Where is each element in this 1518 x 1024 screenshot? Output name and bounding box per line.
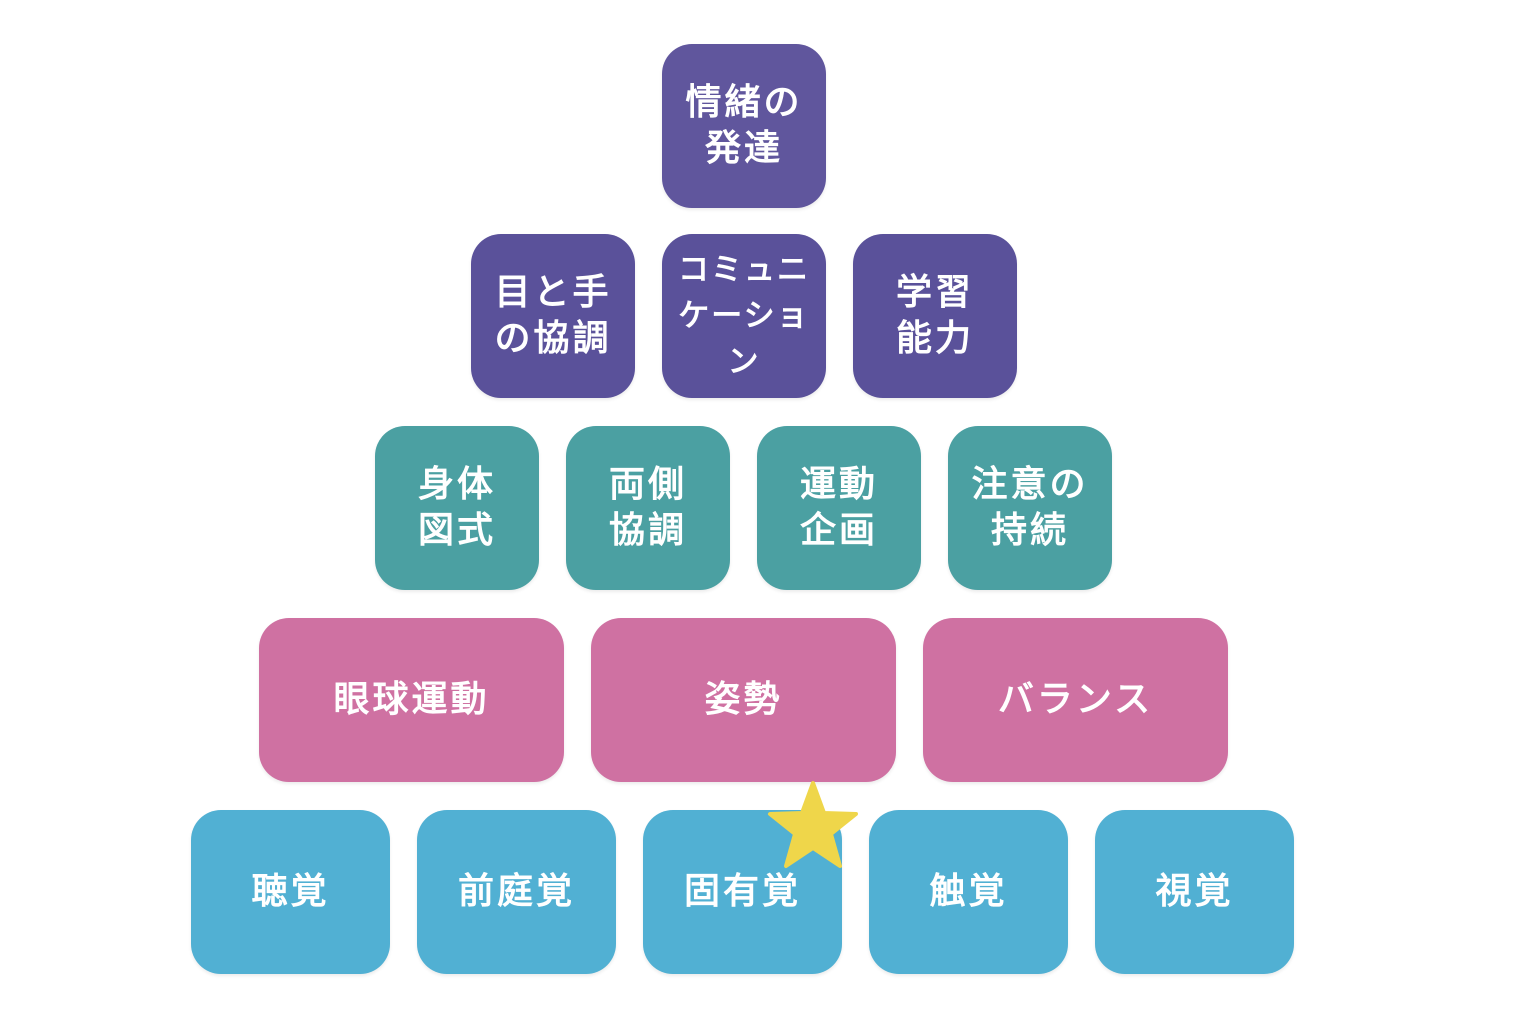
block-label: 前庭覚 [457, 871, 575, 912]
block-posture: 姿勢 [591, 618, 896, 782]
block-balance: バランス [923, 618, 1228, 782]
block-label: 学習 能力 [895, 272, 974, 359]
star-icon [768, 781, 858, 868]
block-sustained-attention: 注意の 持続 [948, 426, 1112, 590]
block-motor-planning: 運動 企画 [757, 426, 921, 590]
block-label: 視覚 [1155, 871, 1234, 912]
block-label: 身体 図式 [417, 464, 496, 551]
block-auditory: 聴覚 [191, 810, 390, 974]
block-label: コミュニ ケーション [678, 252, 810, 380]
block-eye-hand-coordination: 目と手 の協調 [471, 234, 635, 398]
block-tactile: 触覚 [869, 810, 1068, 974]
block-label: 注意の 持続 [971, 464, 1089, 551]
block-label: 聴覚 [251, 871, 330, 912]
block-learning-ability: 学習 能力 [853, 234, 1017, 398]
block-body-schema: 身体 図式 [375, 426, 539, 590]
block-label: 姿勢 [704, 679, 783, 720]
block-label: 運動 企画 [799, 464, 878, 551]
block-label: 触覚 [929, 871, 1008, 912]
block-label: 目と手 の協調 [494, 272, 612, 359]
block-communication: コミュニ ケーション [662, 234, 826, 398]
block-emotional-development: 情緒の 発達 [662, 44, 826, 208]
block-visual: 視覚 [1095, 810, 1294, 974]
block-label: バランス [997, 679, 1154, 720]
block-label: 両側 協調 [608, 464, 687, 551]
block-label: 固有覚 [683, 871, 801, 912]
block-label: 情緒の 発達 [685, 82, 803, 169]
block-label: 眼球運動 [333, 679, 490, 720]
block-eye-movement: 眼球運動 [259, 618, 564, 782]
block-vestibular: 前庭覚 [417, 810, 616, 974]
block-bilateral-coordination: 両側 協調 [566, 426, 730, 590]
